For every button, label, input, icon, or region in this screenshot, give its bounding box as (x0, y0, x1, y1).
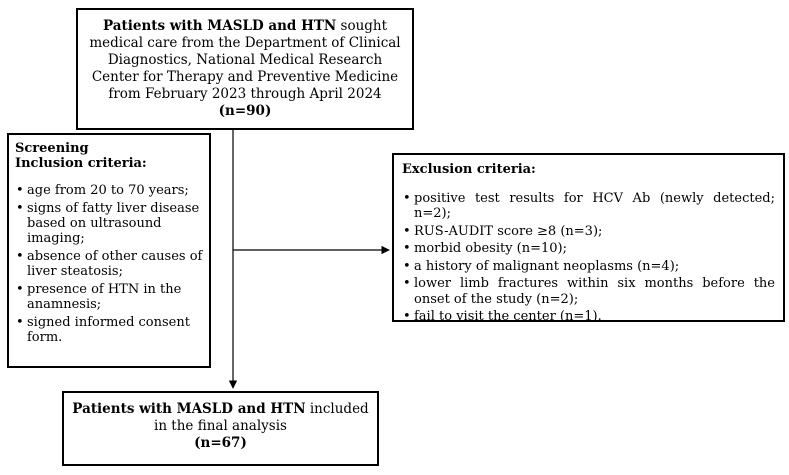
exclusion-item: RUS-AUDIT score ≥8 (n=3); (402, 224, 775, 240)
screening-box: Screening Inclusion criteria: age from 2… (7, 133, 211, 368)
final-text: included in the final analysis (154, 401, 369, 434)
exclusion-item: morbid obesity (n=10); (402, 241, 775, 257)
inclusion-item: signed informed consent form. (15, 315, 203, 345)
inclusion-item: presence of HTN in the anamnesis; (15, 282, 203, 312)
inclusion-item: age from 20 to 70 years; (15, 183, 203, 198)
exclusion-criteria-list: positive test results for HCV Ab (newly … (402, 191, 775, 325)
exclusion-criteria-title: Exclusion criteria: (402, 162, 536, 177)
screening-title: Screening (15, 141, 89, 156)
inclusion-item: signs of fatty liver disease based on ul… (15, 201, 203, 246)
exclusion-item: fail to visit the center (n=1). (402, 309, 775, 325)
enrollment-bold-lead: Patients with MASLD and HTN (102, 18, 337, 34)
exclusion-item: lower limb fractures within six months b… (402, 276, 775, 307)
inclusion-criteria-title: Inclusion criteria: (15, 156, 147, 171)
inclusion-item: absence of other causes of liver steatos… (15, 249, 203, 279)
enrollment-box: Patients with MASLD and HTN sought medic… (76, 8, 414, 130)
final-bold-lead: Patients with MASLD and HTN (72, 401, 306, 417)
final-count: (n=67) (194, 435, 247, 451)
enrollment-count: (n=90) (218, 103, 272, 119)
exclusion-item: a history of malignant neoplasms (n=4); (402, 259, 775, 275)
final-analysis-box: Patients with MASLD and HTN included in … (62, 391, 379, 466)
inclusion-criteria-list: age from 20 to 70 years; signs of fatty … (15, 183, 203, 345)
exclusion-box: Exclusion criteria: positive test result… (392, 153, 785, 325)
exclusion-item: positive test results for HCV Ab (newly … (402, 191, 775, 222)
enrollment-text: sought medical care from the Department … (89, 18, 401, 102)
